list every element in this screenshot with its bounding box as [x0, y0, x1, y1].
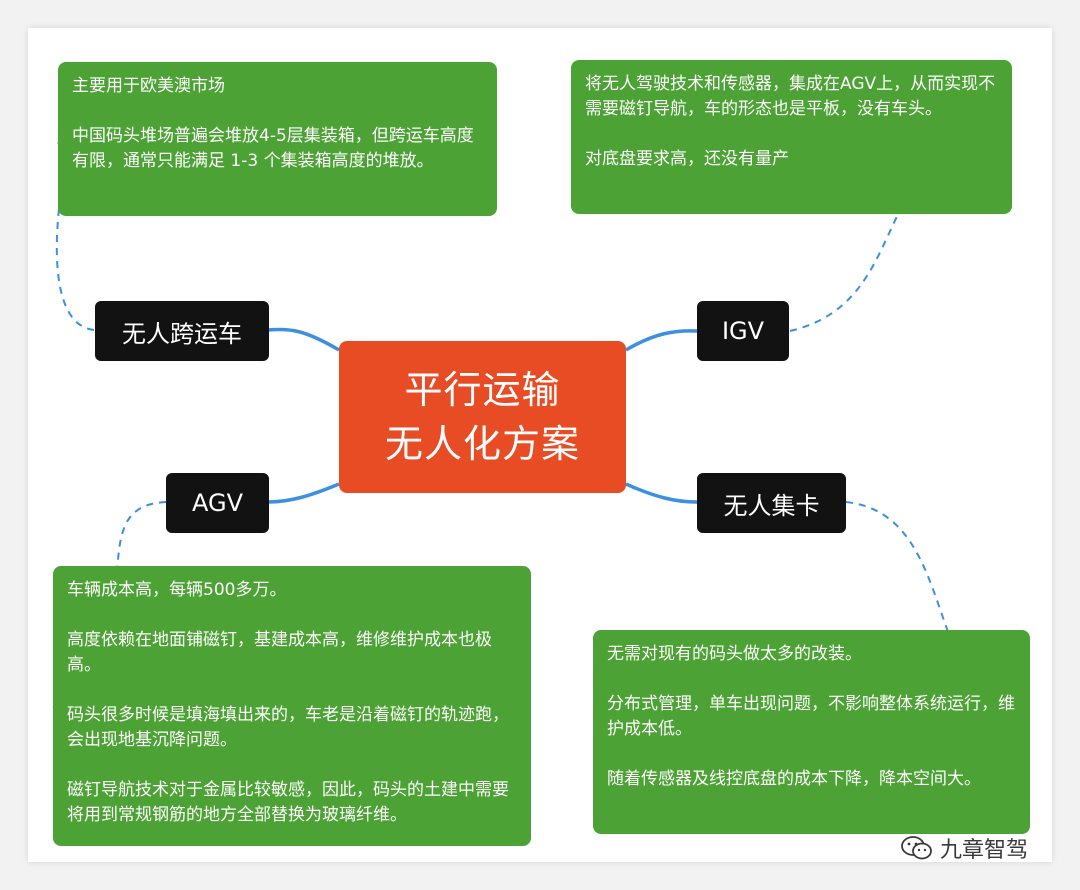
note-text: 码头很多时候是填海填出来的，车老是沿着磁钉的轨迹跑，会出现地基沉降问题。: [67, 705, 509, 750]
note-agv: 车辆成本高，每辆500多万。 高度依赖在地面铺磁钉，基建成本高，维修维护成本也极…: [53, 566, 531, 846]
branch-unmanned-truck: 无人集卡: [697, 473, 846, 533]
watermark-text: 九章智驾: [940, 838, 1029, 863]
note-text: 随着传感器及线控底盘的成本下降，降本空间大。: [607, 769, 981, 789]
note-text: 磁钉导航技术对于金属比较敏感，因此，码头的土建中需要将用到常规钢筋的地方全部替换…: [67, 780, 509, 825]
central-topic: 平行运输 无人化方案: [339, 341, 626, 493]
watermark: 九章智驾: [900, 832, 1028, 864]
note-text: 对底盘要求高，还没有量产: [585, 149, 789, 169]
branch-straddle-carrier: 无人跨运车: [95, 301, 269, 361]
note-text: 分布式管理，单车出现问题，不影响整体系统运行，维护成本低。: [607, 694, 1015, 739]
note-text: 主要用于欧美澳市场: [72, 76, 225, 96]
branch-agv: AGV: [166, 473, 269, 533]
note-text: 中国码头堆场普遍会堆放4-5层集装箱，但跨运车高度有限，通常只能满足 1-3 个…: [72, 126, 474, 171]
note-text: 将无人驾驶技术和传感器，集成在AGV上，从而实现不需要磁钉导航，车的形态也是平板…: [585, 74, 996, 119]
note-igv: 将无人驾驶技术和传感器，集成在AGV上，从而实现不需要磁钉导航，车的形态也是平板…: [571, 60, 1012, 214]
central-topic-line1: 平行运输: [404, 368, 561, 412]
branch-igv: IGV: [697, 301, 789, 361]
note-text: 车辆成本高，每辆500多万。: [67, 580, 287, 600]
note-text: 无需对现有的码头做太多的改装。: [607, 644, 862, 664]
note-straddle-carrier: 主要用于欧美澳市场 中国码头堆场普遍会堆放4-5层集装箱，但跨运车高度有限，通常…: [58, 62, 497, 216]
central-topic-line2: 无人化方案: [384, 422, 580, 466]
note-unmanned-truck: 无需对现有的码头做太多的改装。 分布式管理，单车出现问题，不影响整体系统运行，维…: [593, 630, 1030, 834]
note-text: 高度依赖在地面铺磁钉，基建成本高，维修维护成本也极高。: [67, 630, 492, 675]
wechat-icon: [901, 836, 932, 860]
